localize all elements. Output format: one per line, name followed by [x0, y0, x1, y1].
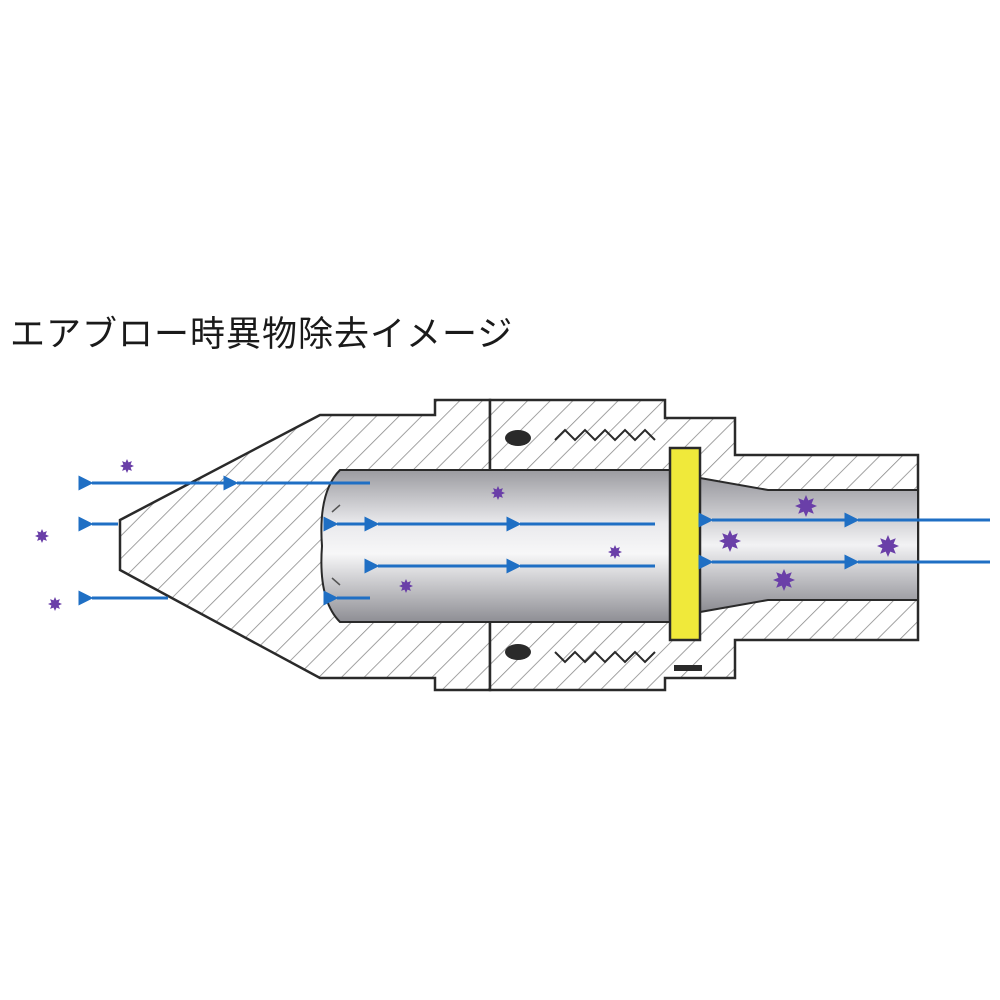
filter-element [668, 446, 702, 642]
particle-star-icon [399, 579, 413, 593]
particle-star-icon [719, 530, 741, 552]
air-flow-arrows [78, 475, 990, 606]
particle-star-icon [877, 535, 899, 557]
particle-star-icon [795, 495, 817, 517]
diagram-title: エアブロー時異物除去イメージ [10, 315, 514, 355]
particle-star-icon [491, 486, 505, 500]
particle-star-icon [773, 569, 795, 591]
debris-particles [35, 459, 899, 611]
particle-star-icon [120, 459, 134, 473]
particle-star-icon [608, 545, 622, 559]
particle-star-icon [48, 597, 62, 611]
particle-star-icon [35, 529, 49, 543]
